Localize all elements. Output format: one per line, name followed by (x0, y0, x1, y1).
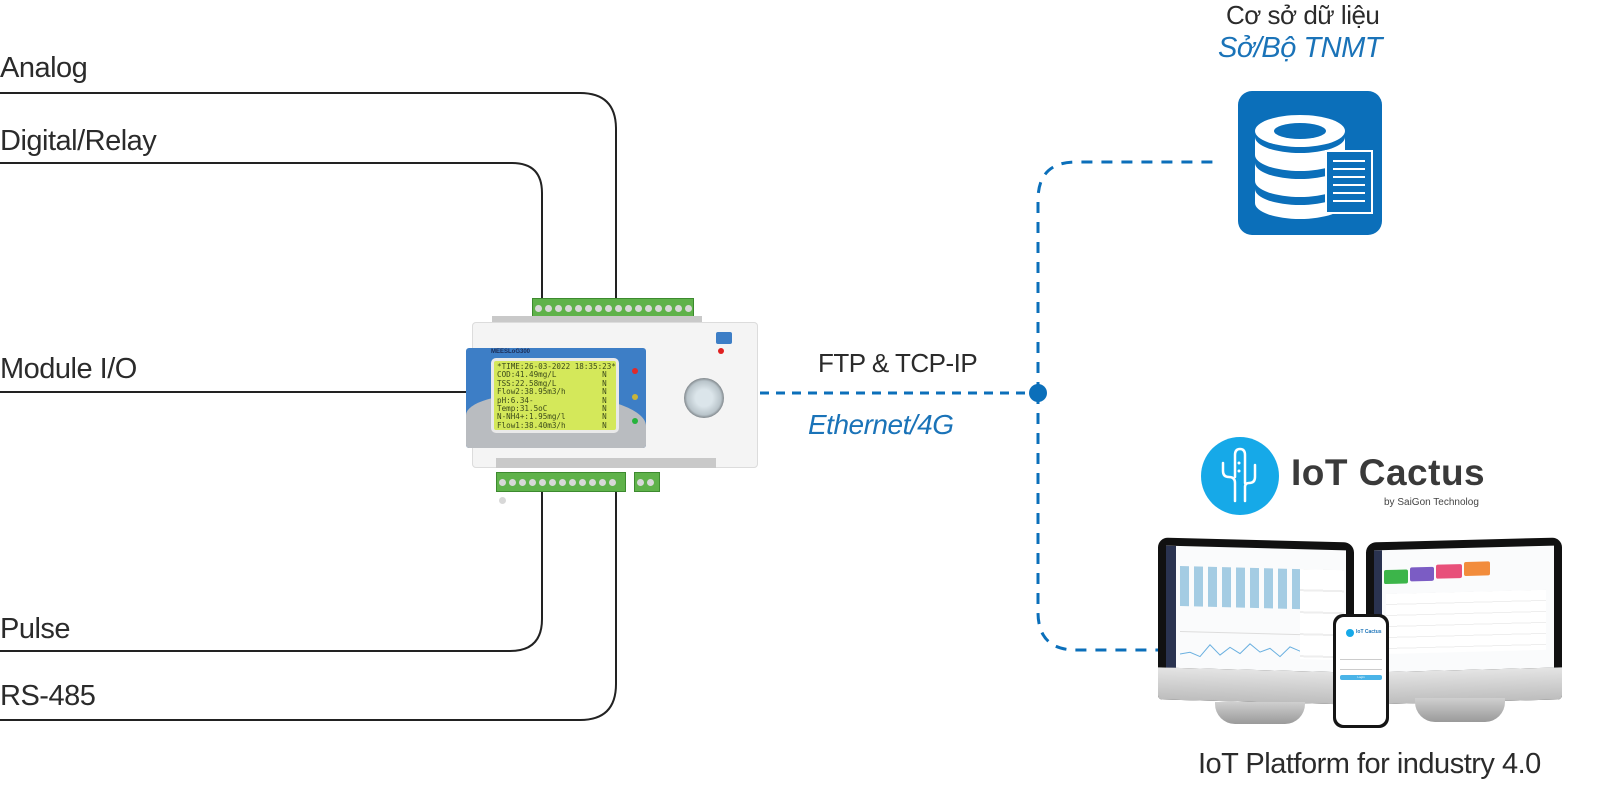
lcd-line: COD:41.49mg/L N (497, 370, 607, 380)
protocol-label: FTP & TCP-IP (818, 348, 978, 378)
dashboard-screen-right (1374, 545, 1554, 673)
data-logger-device: MEESLoG300 *TIME:26-03-2022 18:35:23*COD… (466, 296, 762, 504)
bottom-terminal-block-left (496, 472, 626, 504)
digital-relay-wire (0, 162, 543, 300)
monitor-right-stand (1415, 698, 1505, 722)
power-led (632, 418, 638, 424)
analog-wire (0, 92, 617, 300)
lcd-line: Temp:31.5oC N (497, 404, 607, 414)
brand-byline: by SaiGon Technolog (1384, 497, 1479, 508)
lcd-line: Flow1:38.40m3/h N (497, 420, 607, 430)
status1-led (632, 368, 638, 374)
status-led-red (718, 348, 724, 354)
hub-to-database-link (1036, 160, 1220, 393)
monitor-left-stand (1215, 702, 1305, 724)
analog-label: Analog (0, 52, 88, 84)
monitor-left (1158, 537, 1354, 705)
platform-caption: IoT Platform for industry 4.0 (1198, 748, 1541, 780)
monitor-right (1366, 537, 1562, 705)
lcd-line: pH:6.34- N (497, 395, 607, 405)
database-subtitle: Sở/Bộ TNMT (1218, 32, 1383, 64)
dashboard-screen-left (1166, 545, 1346, 673)
hub-to-platform-link (1036, 393, 1160, 652)
lcd-display: *TIME:26-03-2022 18:35:23*COD:41.49mg/L … (491, 358, 619, 433)
smartphone: IoT Cactus Login (1333, 614, 1389, 728)
lcd-line: Flow2:38.95m3/h N (497, 387, 607, 397)
bottom-label-strip (496, 458, 716, 468)
digital-relay-label: Digital/Relay (0, 125, 157, 157)
database-title: Cơ sở dữ liệu (1226, 0, 1380, 30)
cactus-logo-icon (1201, 437, 1279, 515)
bottom-terminal-block-power (634, 472, 660, 492)
phone-username-field[interactable] (1340, 653, 1382, 660)
phone-login-button[interactable]: Login (1340, 675, 1382, 680)
lcd-line: N-NH4+:1.95mg/l N (497, 412, 607, 422)
status-led-button (716, 332, 732, 344)
phone-app-name: IoT Cactus (1356, 629, 1382, 635)
pulse-label: Pulse (0, 613, 71, 645)
medium-label: Ethernet/4G (808, 409, 954, 440)
lcd-line: TSS:22.58mg/L N (497, 378, 607, 388)
module-io-label: Module I/O (0, 353, 137, 385)
top-label-strip (492, 316, 702, 326)
brand-title: IoT Cactus (1291, 452, 1486, 493)
rs485-label: RS-485 (0, 680, 96, 712)
pulse-wire (0, 488, 543, 652)
device-model-label: MEESLoG300 (491, 349, 531, 355)
rs485-wire (0, 488, 617, 721)
top-terminal-block (532, 298, 694, 318)
phone-login-screen: IoT Cactus Login (1336, 617, 1386, 725)
lcd-line: *TIME:26-03-2022 18:35:23* (497, 362, 616, 371)
status2-led (632, 394, 638, 400)
rotary-knob (684, 378, 724, 418)
phone-password-field[interactable] (1340, 663, 1382, 670)
network-hub-node (1029, 384, 1047, 402)
database-icon (1238, 91, 1382, 235)
